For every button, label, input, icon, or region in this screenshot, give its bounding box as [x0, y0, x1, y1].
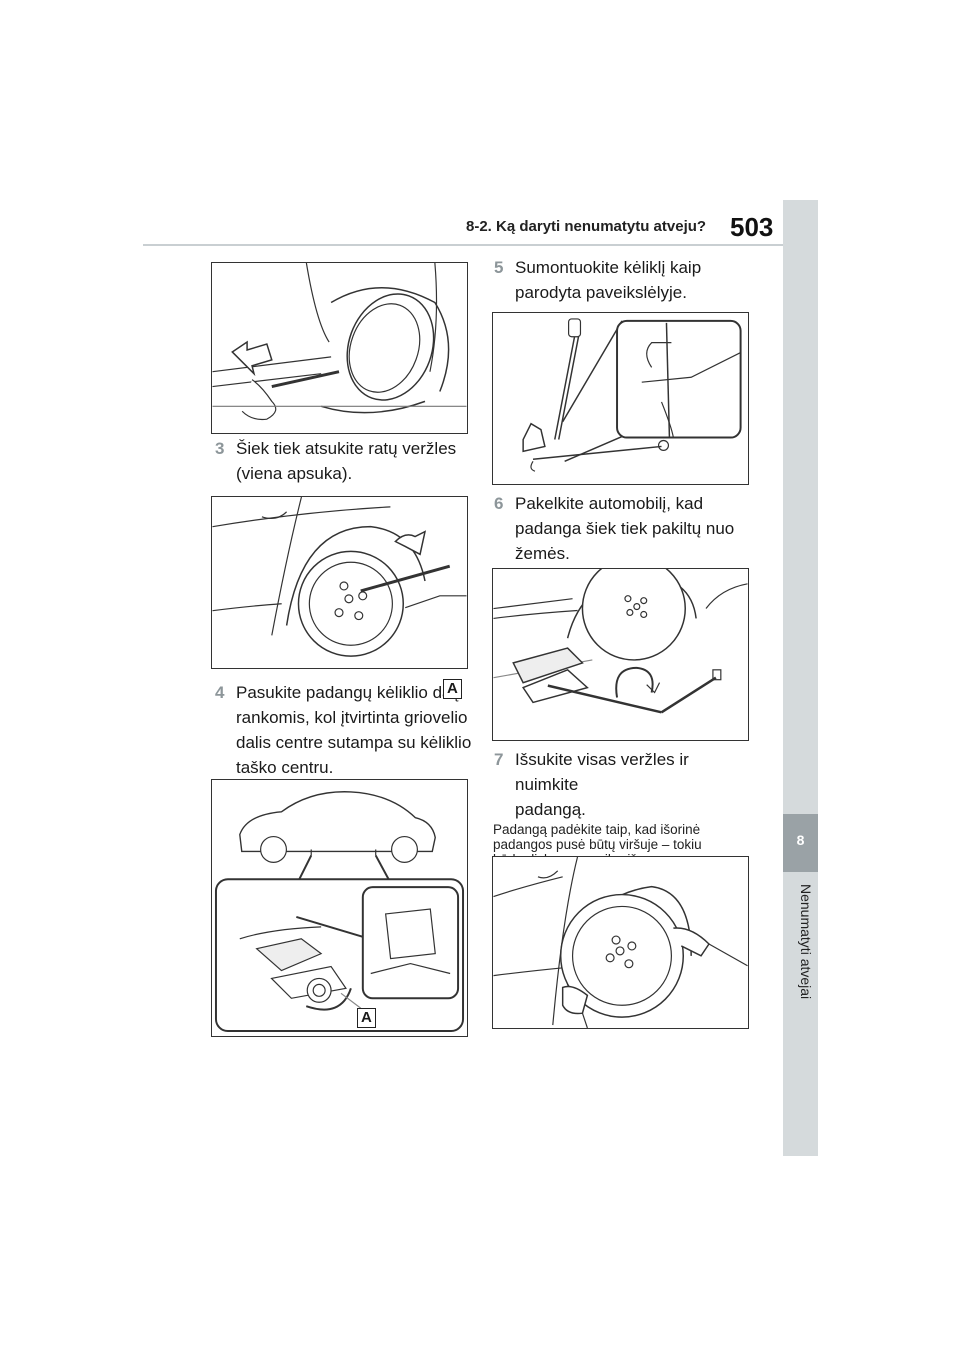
step-5: 5 Sumontuokite kėliklį kaip parodyta pav… — [494, 255, 754, 310]
jack-raise-icon — [493, 569, 748, 714]
wheel-cap-removal-icon — [212, 263, 467, 421]
step-6-number: 6 — [494, 494, 504, 513]
step-3-number: 3 — [215, 439, 225, 458]
step-6-text: Pakelkite automobilį, kad padanga šiek t… — [515, 494, 735, 563]
step-5-text: Sumontuokite kėliklį kaip parodyta pavei… — [515, 258, 702, 302]
figure-remove-wheel-cover — [211, 262, 468, 434]
callout-a-inline: A — [443, 679, 462, 699]
step-4-number: 4 — [215, 683, 225, 702]
header-rule — [143, 244, 783, 246]
step-7: 7 Išsukite visas veržles ir nuimkite pad… — [494, 747, 754, 819]
figure-jack-position: A — [211, 779, 468, 1037]
step-4: 4 Pasukite padangų kėliklio dalį rankomi… — [215, 680, 475, 785]
figure-remove-tire — [492, 856, 749, 1029]
step-6: 6 Pakelkite automobilį, kad padanga šiek… — [494, 491, 754, 571]
section-title: 8-2. Ką daryti nenumatytu atveju? — [466, 218, 707, 235]
figure-assemble-jack — [492, 312, 749, 485]
figure-loosen-nuts — [211, 496, 468, 669]
step-3: 3 Šiek tiek atsukite ratų veržles (viena… — [215, 436, 475, 491]
chapter-tab-active — [783, 814, 818, 872]
figure-raise-vehicle — [492, 568, 749, 741]
chapter-title: Nenumatyti atvejai — [798, 884, 814, 1000]
page-number: 503 — [730, 212, 774, 242]
step-7-text: Išsukite visas veržles ir nuimkite padan… — [515, 750, 689, 819]
chapter-number: 8 — [796, 832, 805, 848]
step-5-number: 5 — [494, 258, 504, 277]
jack-handle-assembly-icon — [522, 318, 742, 472]
step-4-text: Pasukite padangų kėliklio dalį rankomis,… — [236, 683, 472, 777]
chapter-side-tab[interactable] — [783, 200, 818, 1156]
step-3-text: Šiek tiek atsukite ratų veržles (viena a… — [236, 439, 457, 483]
step-7-number: 7 — [494, 750, 504, 769]
tire-removal-icon — [493, 857, 748, 1028]
car-jack-point-icon — [214, 791, 465, 1033]
lug-wrench-icon — [212, 497, 467, 657]
callout-a-figure: A — [357, 1008, 376, 1028]
